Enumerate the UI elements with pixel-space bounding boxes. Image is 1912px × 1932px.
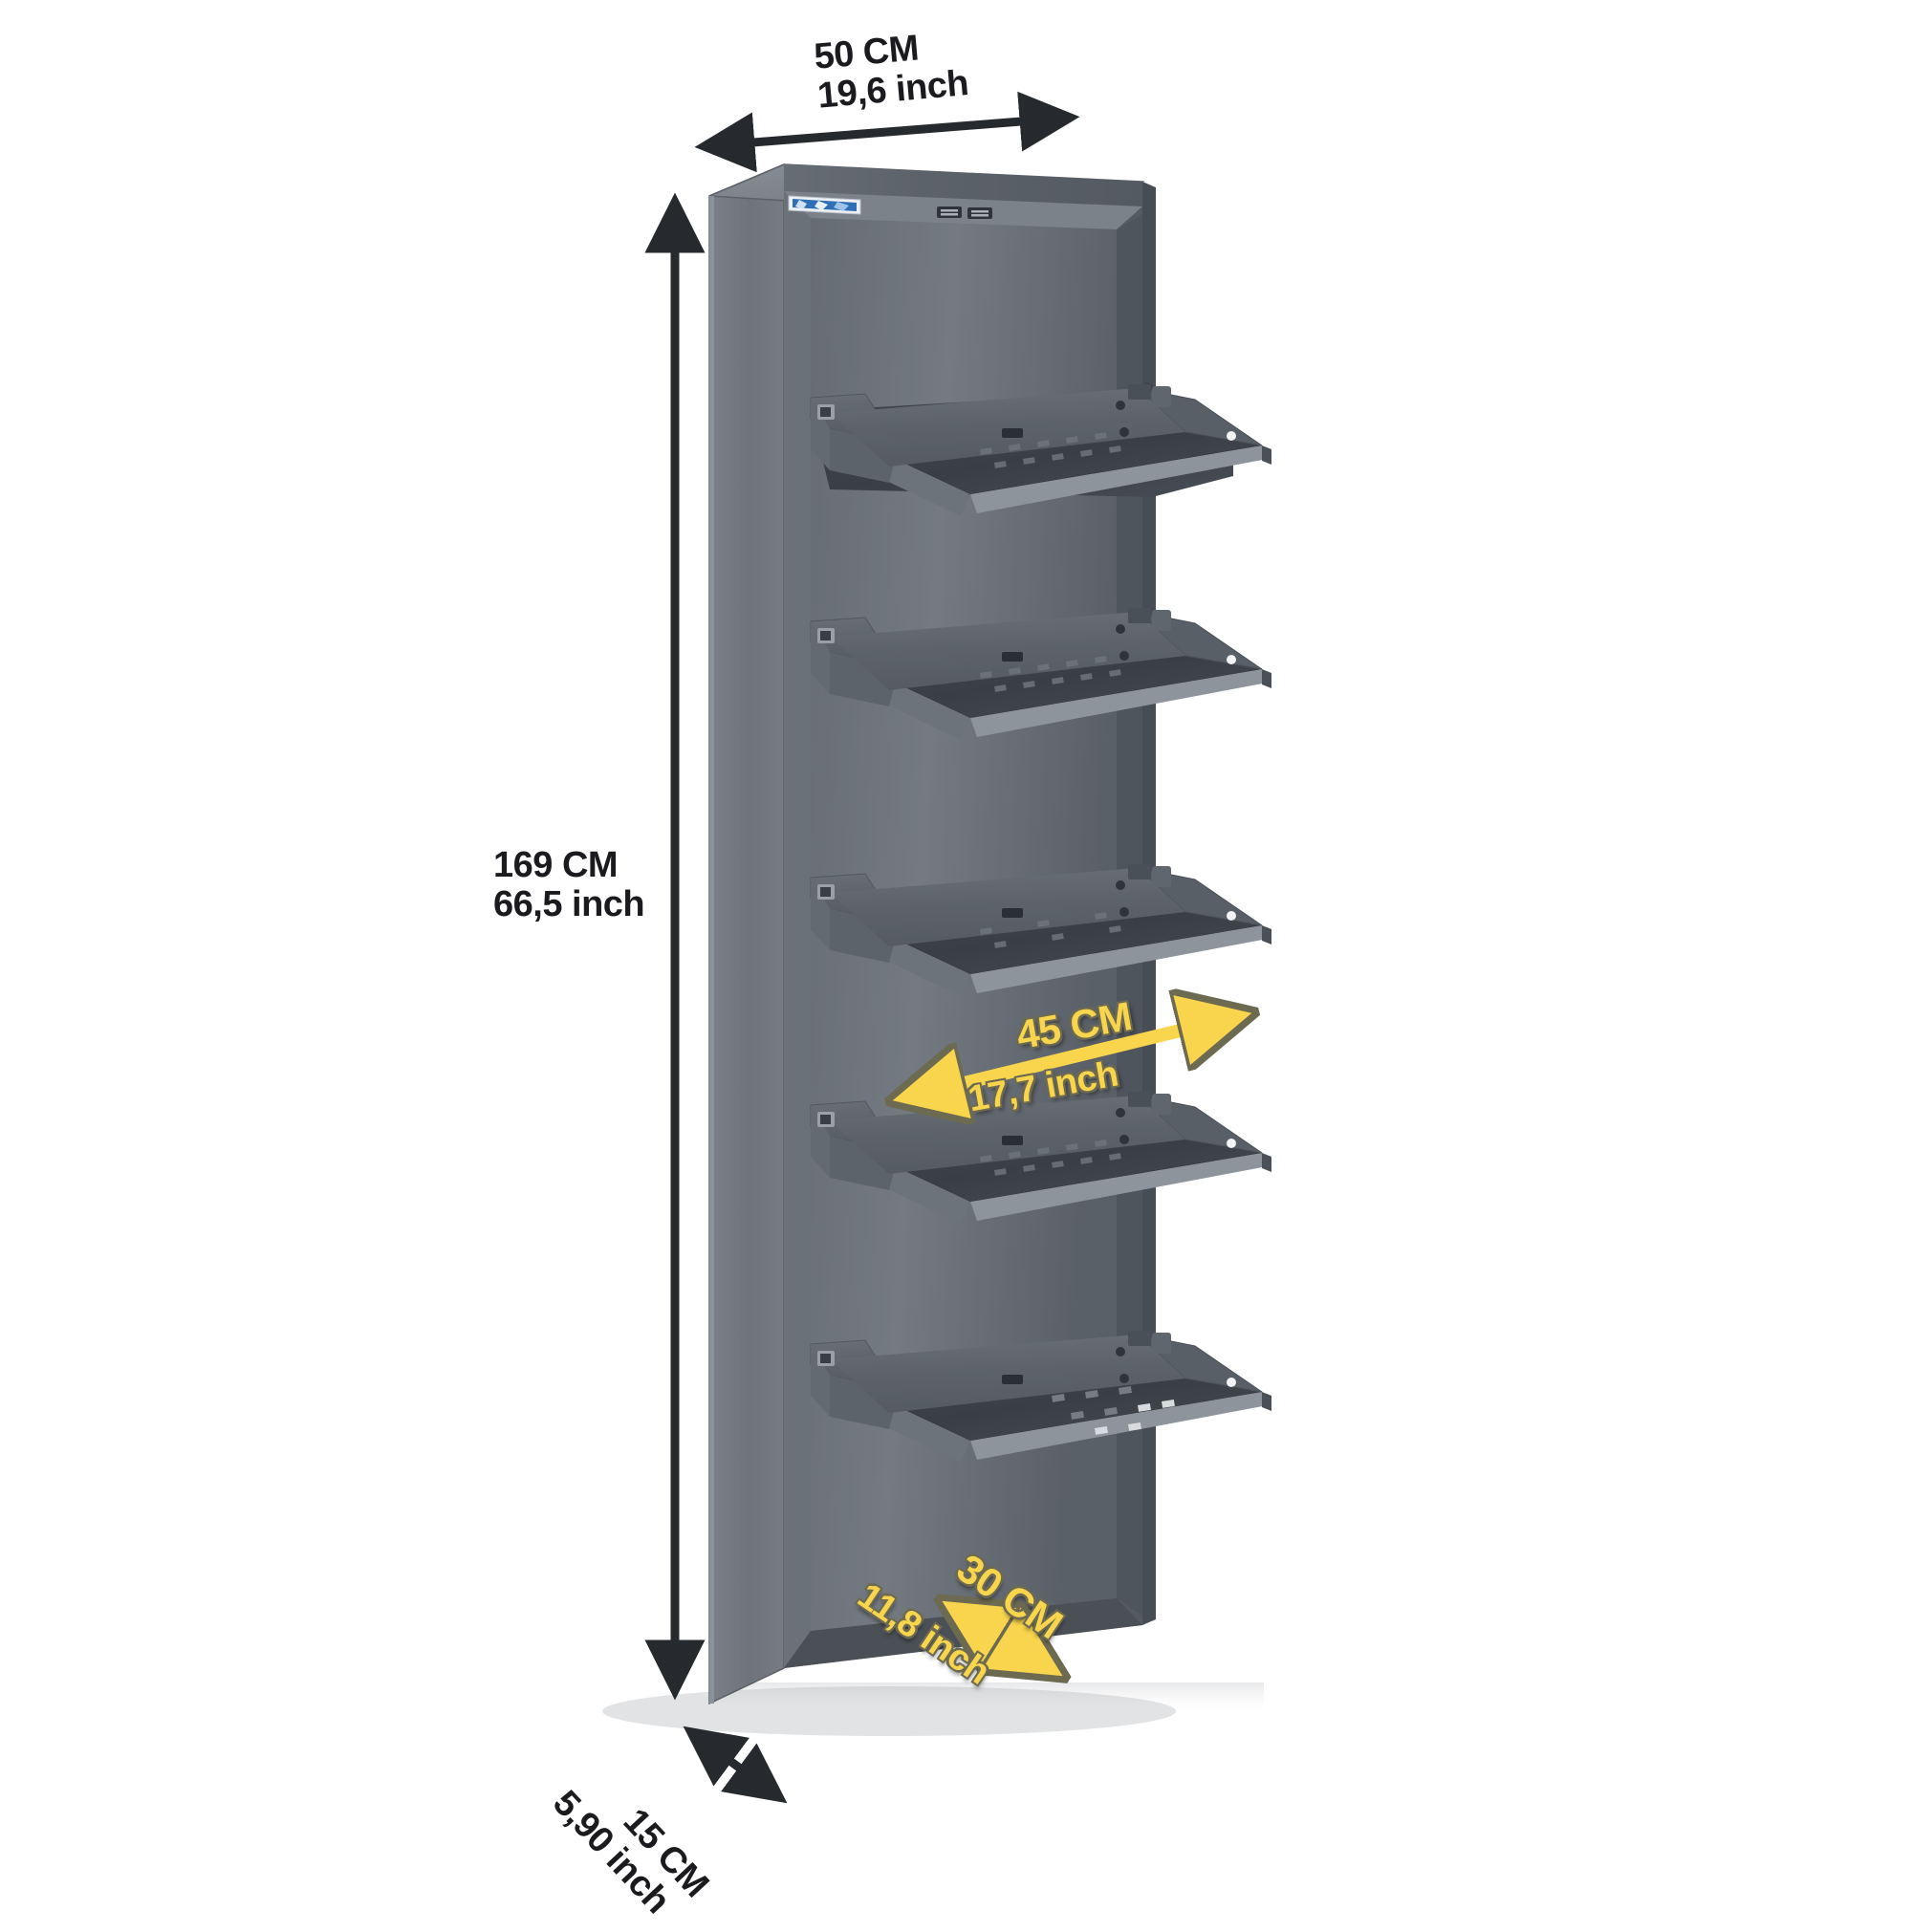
floor-shadow [602,1682,1264,1736]
drawer-1[interactable] [810,382,1271,516]
height-inch-value: 66,5 inch [493,884,645,925]
height-dimension-label: 169 CM 66,5 inch [493,845,645,925]
top-vents [937,206,992,219]
drawer-4[interactable] [810,1092,1271,1224]
drawer-depth-dimension-arrow [953,1608,1052,1669]
drawer-5-flap [830,1335,1185,1413]
depth-dimension-arrow [683,1726,788,1804]
brand-sticker [788,195,861,215]
drawer-3[interactable] [810,864,1271,996]
cabinet-top-rail [784,191,1142,229]
drawer-5-hinge [1128,1331,1151,1346]
drawer-3-hinge [1128,864,1151,879]
drawer-2[interactable] [810,608,1271,740]
drawer-1-flap [830,388,1185,467]
drawer-2-flap [830,612,1185,690]
width-dimension-arrow [694,91,1080,173]
drawer-width-dimension-arrow [905,1016,1239,1097]
drawer-2-hinge [1128,608,1151,623]
cabinet-left-edge-highlight [709,196,714,1704]
height-cm-value: 169 CM [493,845,619,885]
cabinet-inner-jamb-left [784,191,811,1668]
drawer-1-hinge [1128,384,1151,400]
width-dimension-label: 50 CM 19,6 inch [813,25,970,117]
drawer-3-flap [830,868,1185,946]
drawer-5[interactable] [810,1331,1271,1463]
